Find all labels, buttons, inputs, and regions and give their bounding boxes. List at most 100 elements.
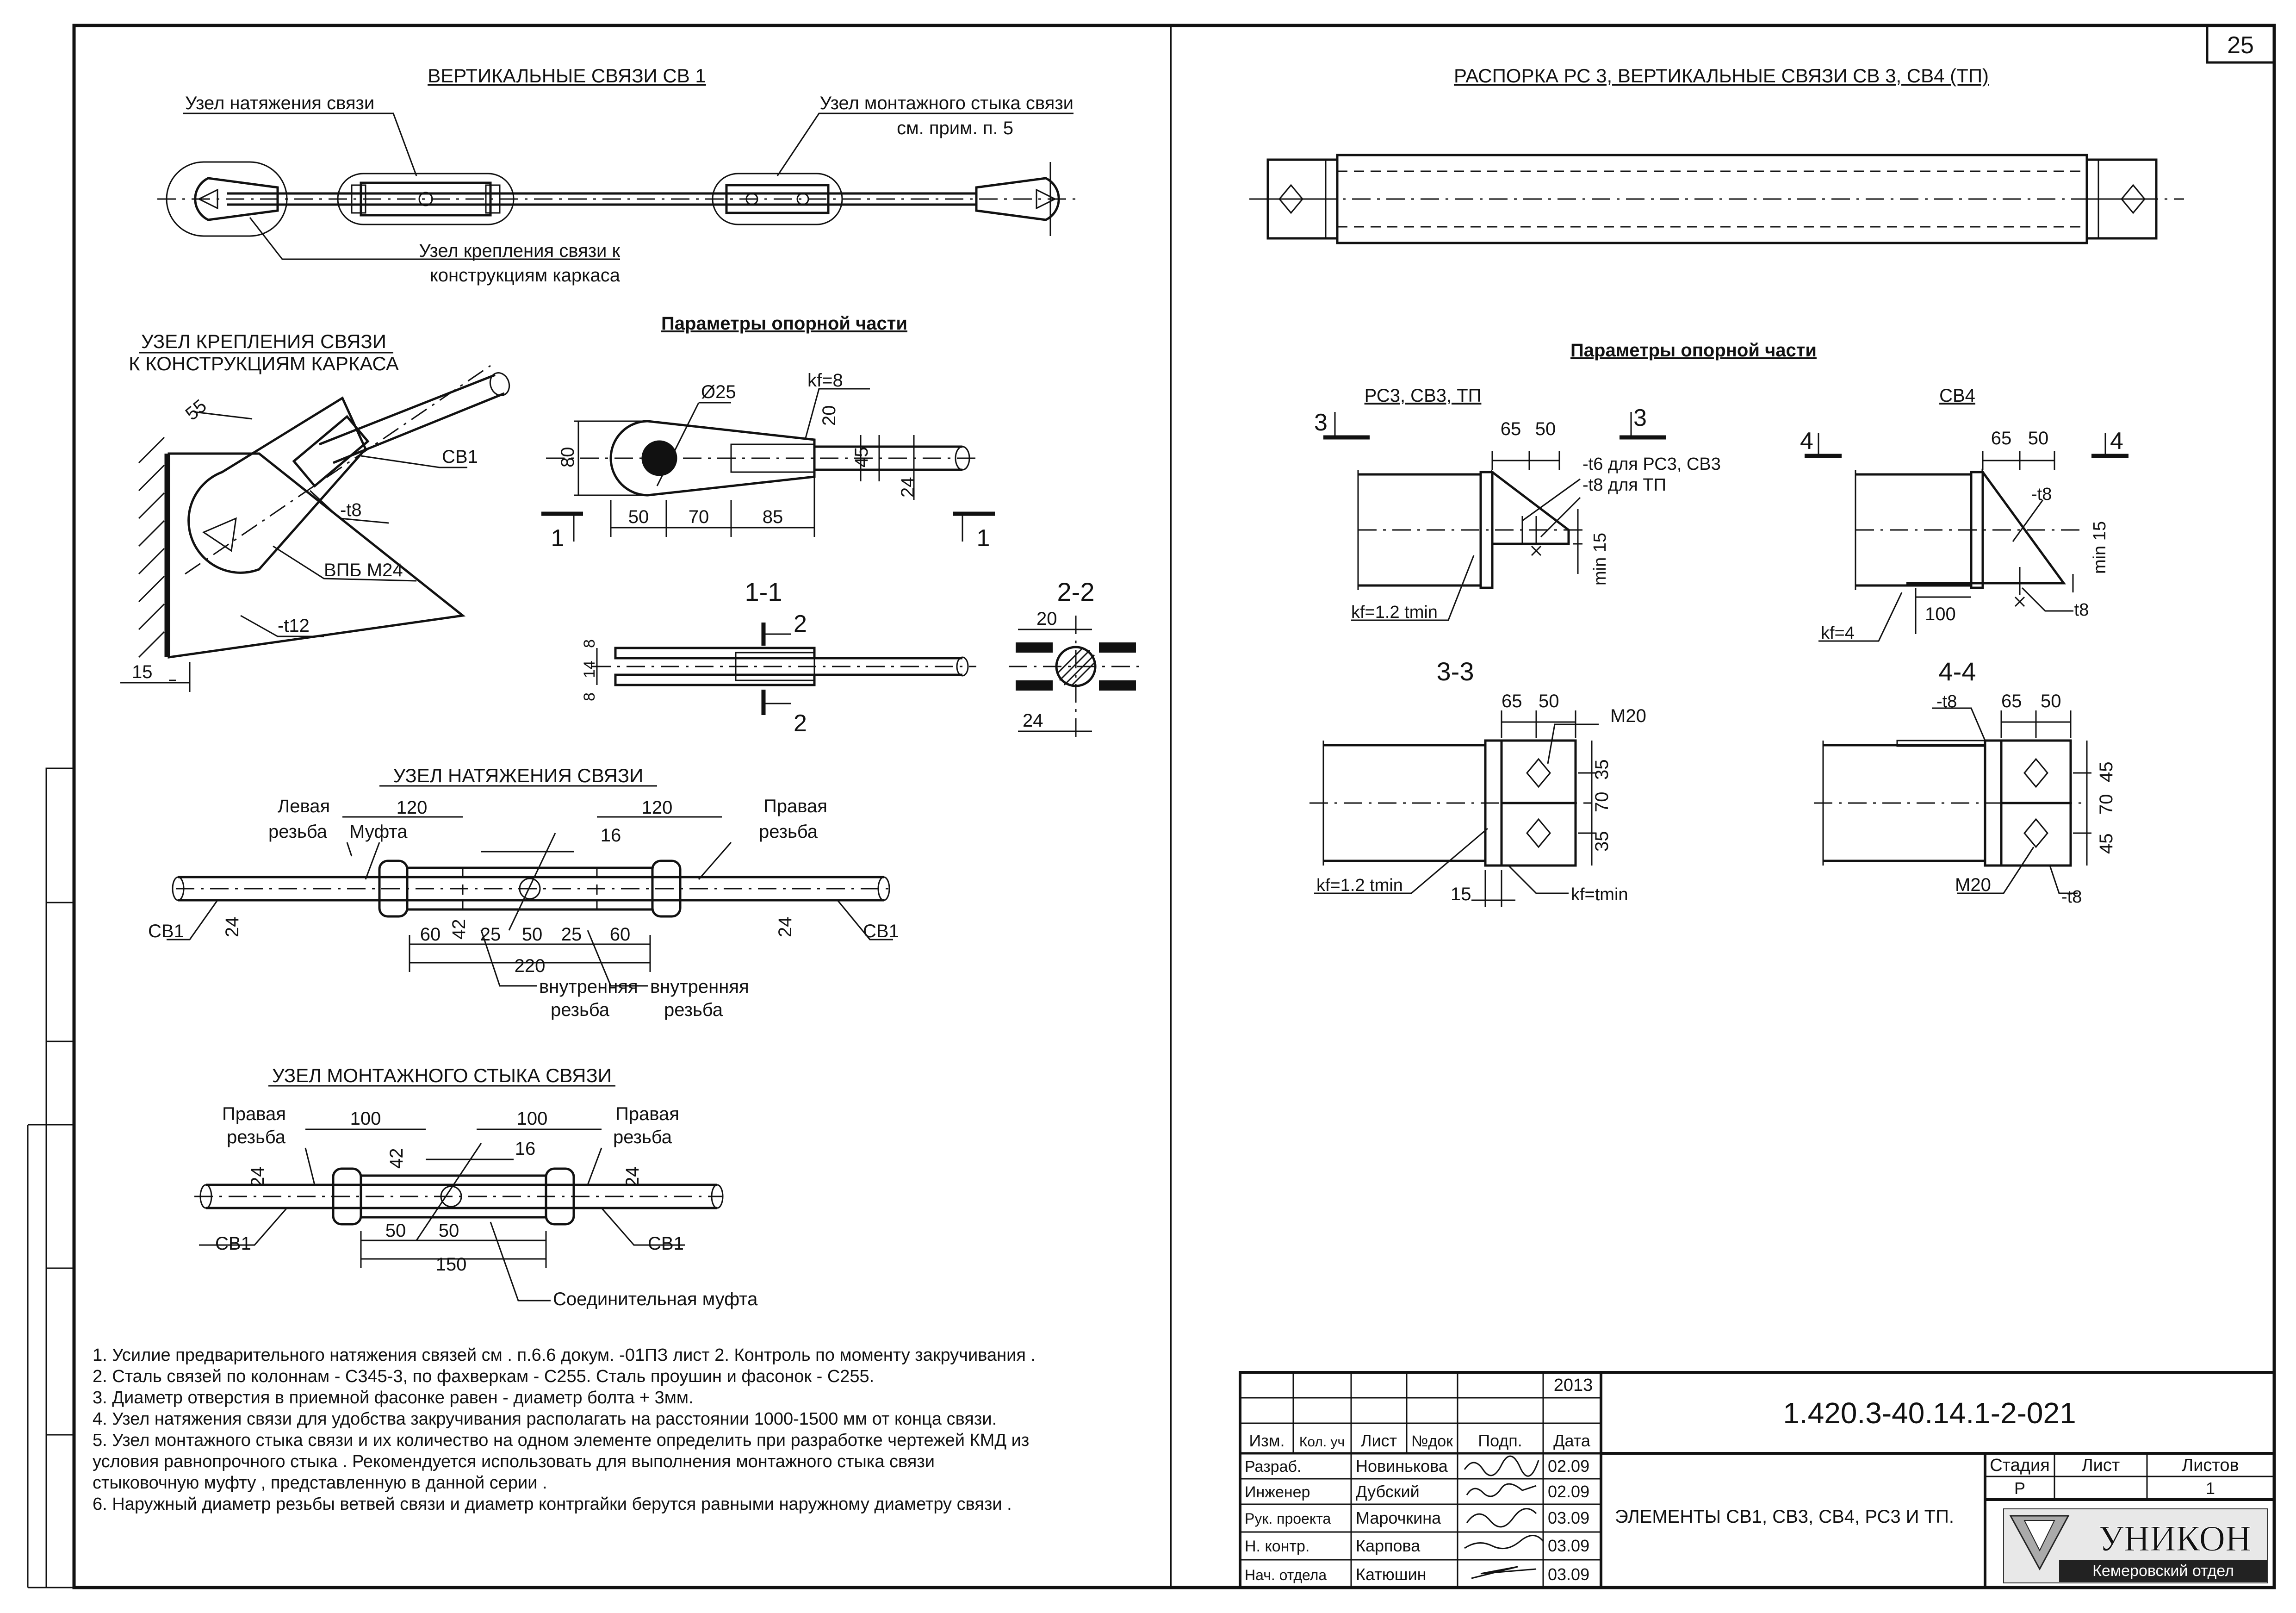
tb-description: ЭЛЕМЕНТЫ СВ1, СВ3, СВ4, РС3 И ТП. xyxy=(1615,1507,1954,1527)
splice-d50a: 50 xyxy=(385,1221,406,1241)
rc3-d50: 50 xyxy=(1535,419,1556,439)
tension-inner-1a: внутренняя xyxy=(539,977,638,997)
splice-d24a: 24 xyxy=(248,1167,268,1188)
sup-d80: 80 xyxy=(558,447,578,468)
sec33-d50: 50 xyxy=(1539,691,1559,711)
sv4-s4a: 4 xyxy=(1800,428,1813,455)
tb-year: 2013 xyxy=(1554,1376,1593,1395)
tb-code: 1.420.3-40.14.1-2-021 xyxy=(1783,1396,2076,1430)
tension-d42: 42 xyxy=(449,919,469,940)
sec44-title: 4-4 xyxy=(1939,657,1976,686)
tension-inner-2a: резьба xyxy=(551,1000,610,1020)
tension-left-thread-1: Левая xyxy=(278,796,330,816)
tb-sheets-value: 1 xyxy=(2206,1479,2215,1498)
tb-h-date: Дата xyxy=(1553,1431,1591,1450)
sup-d24: 24 xyxy=(898,477,918,498)
splice-d16: 16 xyxy=(515,1139,536,1159)
section-11-title: 1-1 xyxy=(745,577,782,606)
tension-inner-2b: резьба xyxy=(664,1000,723,1020)
sec33-d35b: 35 xyxy=(1592,831,1612,852)
company-department: Кемеровский отдел xyxy=(2092,1562,2234,1580)
tb-date-2: 03.09 xyxy=(1548,1508,1589,1527)
note-item: условия равнопрочного стыка . Рекомендуе… xyxy=(93,1452,935,1471)
sec44-d65: 65 xyxy=(2001,691,2022,711)
tension-d60a: 60 xyxy=(420,924,441,945)
sec44-d50: 50 xyxy=(2041,691,2061,711)
note-item: 6. Наружный диаметр резьбы ветвей связи … xyxy=(93,1495,1012,1514)
tb-date-4: 03.09 xyxy=(1548,1565,1589,1584)
tb-name-1: Дубский xyxy=(1356,1482,1420,1501)
splice-d100b: 100 xyxy=(517,1109,548,1129)
binding-strip xyxy=(27,767,75,1588)
tension-right-thread-1: Правая xyxy=(763,796,827,816)
tb-stage-value: Р xyxy=(2014,1479,2025,1498)
sv1-elevation xyxy=(157,112,1078,260)
sv4-d100: 100 xyxy=(1925,604,1956,624)
sup-d85: 85 xyxy=(763,507,783,527)
sec33-kf1: kf=1.2 tmin xyxy=(1316,876,1403,895)
splice-node-drawing xyxy=(194,1128,724,1302)
tension-inner-1b: внутренняя xyxy=(650,977,749,997)
tension-sv1b: СВ1 xyxy=(863,921,899,941)
sup-sec1a: 1 xyxy=(551,525,565,552)
sec33-d65: 65 xyxy=(1502,691,1522,711)
splice-d50b: 50 xyxy=(439,1221,459,1241)
section-11-drawing xyxy=(592,623,976,715)
tb-date-3: 03.09 xyxy=(1548,1536,1589,1555)
sec33-drawing xyxy=(1309,710,1599,907)
splice-right-thread-1b: Правая xyxy=(615,1104,679,1124)
callout-fix-node-2: конструкциям каркаса xyxy=(430,265,621,286)
fix-label-sv1: СВ1 xyxy=(442,447,478,467)
rc3-d65: 65 xyxy=(1501,419,1521,439)
sup-kf: kf=8 xyxy=(807,370,843,391)
sec22-d24: 24 xyxy=(1023,710,1043,731)
tension-d120a: 120 xyxy=(397,797,428,818)
company-name: УНИКОН xyxy=(2098,1518,2252,1558)
tb-date-1: 02.09 xyxy=(1548,1482,1589,1501)
company-logo: УНИКОН Кемеровский отдел xyxy=(2003,1508,2268,1583)
sv4-t8b: -t8 xyxy=(2068,600,2089,620)
sheet-number-box xyxy=(2206,24,2276,64)
sec11-2a: 2 xyxy=(794,610,807,637)
tension-d50: 50 xyxy=(522,924,543,945)
sheet-number: 25 xyxy=(2227,32,2254,59)
splice-coupling: Соединительная муфта xyxy=(553,1289,758,1309)
splice-title: УЗЕЛ МОНТАЖНОГО СТЫКА СВЯЗИ xyxy=(272,1065,612,1086)
note-item: 4. Узел натяжения связи для удобства зак… xyxy=(93,1409,997,1429)
rs3-elevation xyxy=(1249,154,2184,244)
tb-date-0: 02.09 xyxy=(1548,1457,1589,1476)
splice-d42: 42 xyxy=(386,1148,407,1169)
signatures xyxy=(1464,1455,1544,1579)
support-plan-left xyxy=(541,388,995,542)
callout-tension-node: Узел натяжения связи xyxy=(185,93,374,113)
sv4-s4b: 4 xyxy=(2110,428,2123,455)
section-22-title: 2-2 xyxy=(1057,577,1095,606)
sup-d70: 70 xyxy=(689,507,709,527)
rc3-t8: -t8 для ТП xyxy=(1582,475,1666,495)
rc3-s3b: 3 xyxy=(1633,405,1647,431)
splice-sv1a: СВ1 xyxy=(215,1233,251,1254)
splice-d100a: 100 xyxy=(350,1109,381,1129)
tb-name-3: Карпова xyxy=(1356,1536,1421,1555)
callout-splice-note: см. прим. п. 5 xyxy=(897,118,1013,138)
sup-sec1b: 1 xyxy=(977,525,990,552)
sec11-d8a: 8 xyxy=(581,639,598,648)
sv4-d65: 65 xyxy=(1991,428,2012,448)
tb-sheet-header: Лист xyxy=(2082,1456,2120,1475)
rc3-detail-drawing xyxy=(1323,412,1666,621)
fix-dim-15: 15 xyxy=(132,662,153,682)
splice-right-thread-2b: резьба xyxy=(613,1127,672,1147)
fix-title-2: К КОНСТРУКЦИЯМ КАРКАСА xyxy=(129,353,399,374)
sv4-min15: min 15 xyxy=(2090,521,2110,574)
rc3-t6: -t6 для РС3, СВ3 xyxy=(1582,455,1721,474)
sv4-label: СВ4 xyxy=(1939,386,1975,406)
fix-label-t8: -t8 xyxy=(340,500,362,520)
tb-h-kol: Кол. уч xyxy=(1299,1434,1345,1450)
splice-right-thread-1a: Правая xyxy=(222,1104,286,1124)
tb-h-ndoc: №док xyxy=(1411,1432,1453,1450)
tb-h-list: Лист xyxy=(1361,1431,1397,1450)
tension-d120b: 120 xyxy=(642,797,673,818)
rc3-label: РС3, СВ3, ТП xyxy=(1365,386,1482,406)
note-item: 2. Сталь связей по колоннам - С345-3, по… xyxy=(93,1367,875,1386)
sec33-kf2: kf=tmin xyxy=(1571,885,1628,904)
